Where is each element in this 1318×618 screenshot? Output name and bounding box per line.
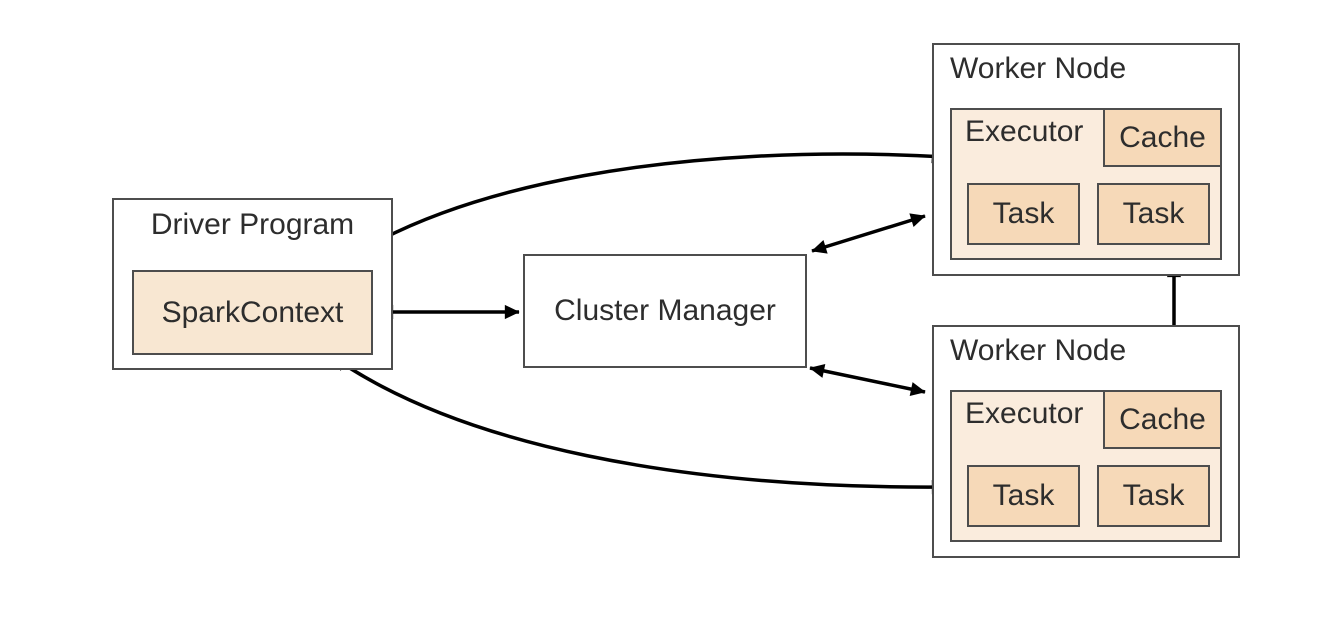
task-box-2b: Task — [1097, 465, 1210, 527]
executor-box-2: Executor Cache Task Task — [950, 390, 1222, 542]
task-2a-label: Task — [992, 479, 1055, 512]
cache-2-label: Cache — [1119, 402, 1206, 436]
cache-1-label: Cache — [1119, 120, 1206, 154]
arrow-sparkcontext-worker2-executor — [332, 355, 947, 495]
spark-context-label: SparkContext — [161, 295, 344, 329]
driver-program-box: Driver Program SparkContext — [112, 198, 393, 370]
worker-node-1-label: Worker Node — [950, 52, 1127, 85]
task-box-2a: Task — [967, 465, 1080, 527]
arrow-clustermanager-worker1 — [811, 213, 926, 254]
worker-node-2-label: Worker Node — [950, 334, 1127, 367]
cluster-manager-label: Cluster Manager — [554, 294, 776, 327]
worker-node-box-2: Worker Node Executor Cache Task Task — [932, 325, 1240, 558]
cache-box-1: Cache — [1103, 108, 1222, 167]
task-box-1a: Task — [967, 183, 1080, 245]
task-1b-label: Task — [1122, 197, 1185, 230]
task-box-1b: Task — [1097, 183, 1210, 245]
executor-box-1: Executor Cache Task Task — [950, 108, 1222, 260]
driver-program-label: Driver Program — [150, 208, 355, 241]
worker-node-box-1: Worker Node Executor Cache Task Task — [932, 43, 1240, 276]
executor-2-label: Executor — [965, 397, 1084, 430]
spark-context-box: SparkContext — [132, 270, 373, 355]
arrow-sparkcontext-worker1-executor — [334, 149, 947, 269]
executor-1-label: Executor — [965, 115, 1084, 148]
task-1a-label: Task — [992, 197, 1055, 230]
cluster-manager-box: Cluster Manager — [523, 254, 807, 368]
cache-box-2: Cache — [1103, 390, 1222, 449]
arrow-clustermanager-worker2 — [809, 363, 926, 397]
task-2b-label: Task — [1122, 479, 1185, 512]
